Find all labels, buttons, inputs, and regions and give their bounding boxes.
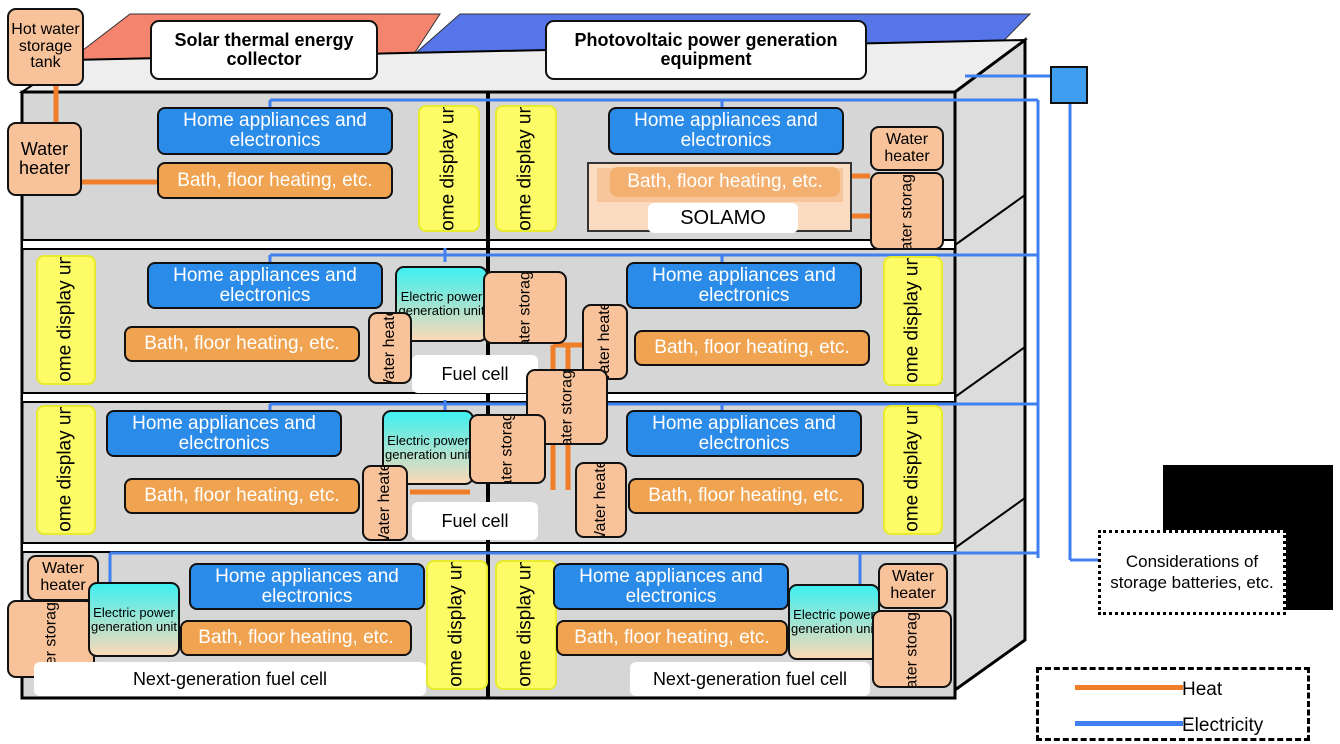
power-junction-box [1050, 66, 1088, 104]
bath-f3-right: Bath, floor heating, etc. [628, 478, 864, 514]
bath-f2-left: Bath, floor heating, etc. [124, 326, 360, 362]
electricity-line-swatch [1075, 721, 1183, 726]
bath-f3-left: Bath, floor heating, etc. [124, 478, 360, 514]
solar-thermal-title: Solar thermal energy collector [150, 20, 378, 80]
bath-f1-right-solamo: Bath, floor heating, etc. [610, 167, 840, 197]
appliances-f2-right: Home appliances and electronics [626, 262, 862, 309]
hot-water-tank-f4-right: Hot water storage tank [872, 610, 952, 688]
photovoltaic-title: Photovoltaic power generation equipment [545, 20, 867, 80]
building-side-face [953, 37, 1027, 693]
water-heater-f4-right: Water heater [878, 563, 948, 609]
home-display-f4-right: Home display unit [495, 560, 557, 690]
hot-water-tank-f1-right: Hot water storage tank [870, 172, 944, 250]
water-heater-f2-right: Water heater [582, 304, 628, 380]
heat-line-swatch [1075, 685, 1183, 690]
appliances-f3-right: Home appliances and electronics [626, 410, 862, 457]
roof-hot-water-tank: Hot water storage tank [7, 8, 84, 86]
water-heater-f1-right: Water heater [870, 126, 944, 171]
solamo-label: SOLAMO [648, 203, 798, 233]
legend-heat-label: Heat [1182, 679, 1223, 700]
electric-gen-f2: Electric power generation unit [395, 266, 488, 342]
water-heater-f2-left: Water heater [368, 312, 412, 384]
appliances-f2-left: Home appliances and electronics [147, 262, 383, 309]
next-gen-fuel-cell-right: Next-generation fuel cell [630, 662, 870, 696]
roof-water-heater: Water heater [7, 122, 82, 196]
home-display-f3-left: Home display unit [36, 405, 96, 535]
bath-f1-left: Bath, floor heating, etc. [157, 162, 393, 199]
hot-water-tank-f2: Hot water storage tank [483, 271, 567, 344]
electric-gen-f4-right: Electric power generation unit [788, 584, 880, 660]
home-display-f1-right: Home display unit [495, 105, 557, 232]
water-heater-f4-left: Water heater [27, 555, 99, 601]
water-heater-f3-right: Water heater [575, 462, 627, 538]
appliances-f1-right: Home appliances and electronics [608, 107, 844, 155]
legend: Heat Electricity [1036, 667, 1310, 741]
appliances-f4-left: Home appliances and electronics [189, 563, 425, 610]
legend-electricity-label: Electricity [1182, 715, 1264, 736]
bath-f4-right: Bath, floor heating, etc. [556, 620, 788, 656]
fuel-cell-f3: Fuel cell [412, 502, 538, 540]
home-display-f2-right: Home display unit [883, 256, 943, 386]
storage-batteries-note: Considerations of storage batteries, etc… [1098, 530, 1286, 615]
bath-f2-right: Bath, floor heating, etc. [634, 330, 870, 366]
fuel-cell-f2: Fuel cell [412, 355, 538, 393]
home-display-f2-left: Home display unit [36, 255, 96, 385]
appliances-f3-left: Home appliances and electronics [106, 410, 342, 457]
appliances-f1-left: Home appliances and electronics [157, 107, 393, 155]
hot-water-tank-f3: Hot water storage tank [469, 414, 546, 484]
home-display-f3-right: Home display unit [883, 405, 943, 535]
electric-gen-f4-left: Electric power generation unit [88, 582, 180, 657]
home-display-f4-left: Home display unit [426, 560, 488, 690]
appliances-f4-right: Home appliances and electronics [553, 563, 789, 610]
home-display-f1-left: Home display unit [418, 105, 480, 232]
next-gen-fuel-cell-left: Next-generation fuel cell [34, 662, 426, 696]
bath-f4-left: Bath, floor heating, etc. [180, 620, 412, 656]
water-heater-f3-left: Water heater [362, 465, 408, 541]
